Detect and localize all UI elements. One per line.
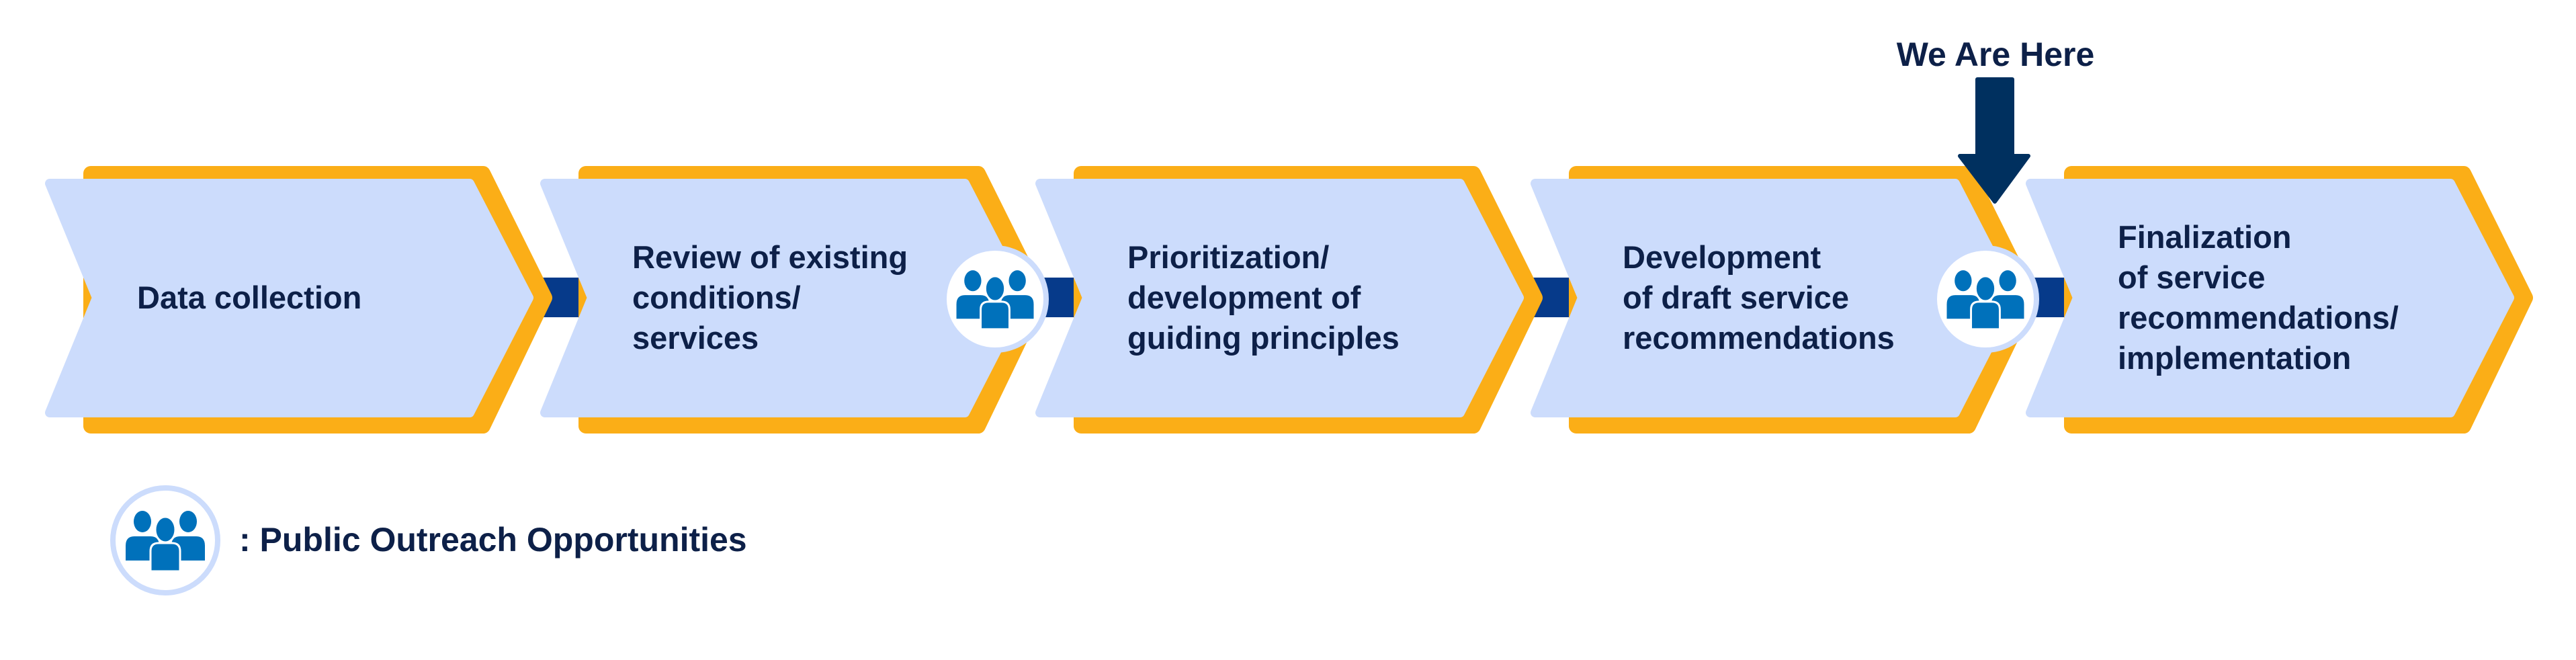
- step-label-line: of draft service: [1623, 280, 1849, 315]
- step-label-line: Prioritization/: [1127, 239, 1329, 275]
- step-label-line: guiding principles: [1127, 320, 1400, 356]
- step-label-line: Finalization: [2118, 219, 2292, 255]
- process-step: Development of draft service recommendatio…: [1531, 166, 2038, 434]
- process-step: Prioritization/development of guiding pri…: [1035, 166, 1543, 434]
- step-label-line: of service: [2118, 259, 2265, 295]
- process-step: Data collection: [45, 166, 552, 434]
- step-label-line: conditions/: [632, 280, 801, 315]
- step-chevron: [45, 179, 533, 417]
- step-label-line: Review of existing: [632, 239, 908, 275]
- process-step: Finalization of service recommendations/im…: [2026, 166, 2533, 434]
- people-group-icon: [941, 245, 1049, 353]
- steps: Data collection Review of existing conditi…: [45, 166, 2533, 434]
- step-label-line: Development: [1623, 239, 1821, 275]
- step-label-line: development of: [1127, 280, 1361, 315]
- step-chevron: [2026, 179, 2514, 417]
- outreach-markers: [941, 245, 2039, 353]
- step-chevron: [1035, 179, 1524, 417]
- legend-label: : Public Outreach Opportunities: [239, 521, 747, 559]
- we-are-here-label: We Are Here: [1897, 36, 2095, 73]
- step-label-line: recommendations: [1623, 320, 1895, 356]
- step-label-line: recommendations/: [2118, 300, 2399, 335]
- step-label-line: Data collection: [137, 280, 361, 315]
- people-group-icon: [1932, 245, 2039, 353]
- step-chevron: [1531, 179, 2019, 417]
- we-are-here-marker: We Are Here: [1897, 36, 2095, 204]
- down-arrow-icon: [1958, 77, 2030, 204]
- people-group-icon: [110, 485, 220, 595]
- step-chevron: [540, 179, 1029, 417]
- legend: : Public Outreach Opportunities: [110, 485, 747, 595]
- step-label-line: implementation: [2118, 340, 2351, 376]
- step-label-line: services: [632, 320, 759, 356]
- process-step: Review of existing conditions/services: [540, 166, 1047, 434]
- people-group-icon: [110, 485, 220, 595]
